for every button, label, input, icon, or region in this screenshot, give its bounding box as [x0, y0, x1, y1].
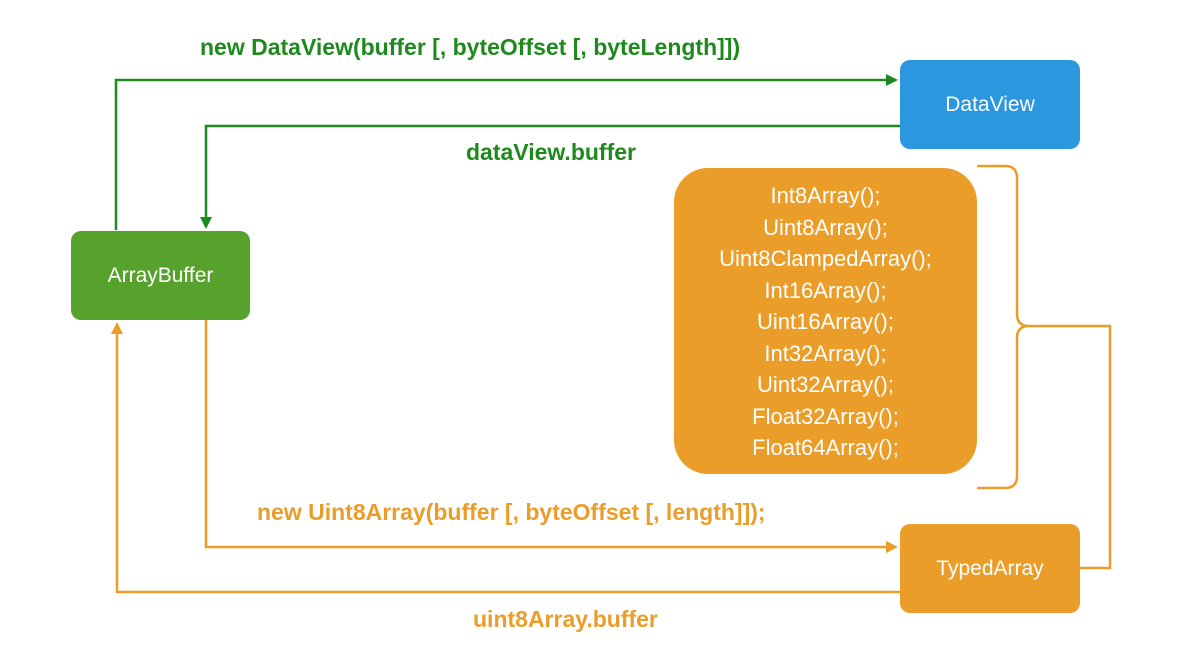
edge-new-uint8array: [204, 320, 898, 553]
typedarray-node: TypedArray: [900, 524, 1080, 613]
typed-array-constructors-box: Int8Array(); Uint8Array(); Uint8ClampedA…: [674, 168, 977, 474]
new-uint8array-label: new Uint8Array(buffer [, byteOffset [, l…: [257, 499, 766, 525]
arraybuffer-node-label: ArrayBuffer: [107, 263, 214, 287]
edge-dataview-buffer: [200, 124, 900, 229]
arraybuffer-node: ArrayBuffer: [71, 231, 250, 320]
constructor-uint32array: Uint32Array();: [757, 372, 894, 398]
constructor-float64array: Float64Array();: [752, 435, 899, 461]
constructor-uint8array: Uint8Array();: [763, 214, 888, 240]
edge-uint8array-buffer: [111, 322, 900, 594]
constructor-uint8clampedarray: Uint8ClampedArray();: [719, 246, 932, 272]
constructor-int16array: Int16Array();: [764, 277, 887, 303]
constructor-float32array: Float32Array();: [752, 403, 899, 429]
dataview-buffer-label: dataView.buffer: [466, 139, 636, 165]
new-dataview-label: new DataView(buffer [, byteOffset [, byt…: [200, 34, 741, 60]
constructor-uint16array: Uint16Array();: [757, 309, 894, 335]
edge-new-dataview: [114, 74, 898, 230]
constructors-brace: [977, 164, 1030, 490]
brace-to-typedarray-connector: [1029, 324, 1112, 570]
dataview-node: DataView: [900, 60, 1080, 149]
constructor-int32array: Int32Array();: [764, 340, 887, 366]
uint8array-buffer-label: uint8Array.buffer: [473, 606, 658, 632]
dataview-node-label: DataView: [945, 92, 1035, 116]
typedarray-node-label: TypedArray: [936, 556, 1044, 580]
constructor-int8array: Int8Array();: [770, 183, 881, 209]
